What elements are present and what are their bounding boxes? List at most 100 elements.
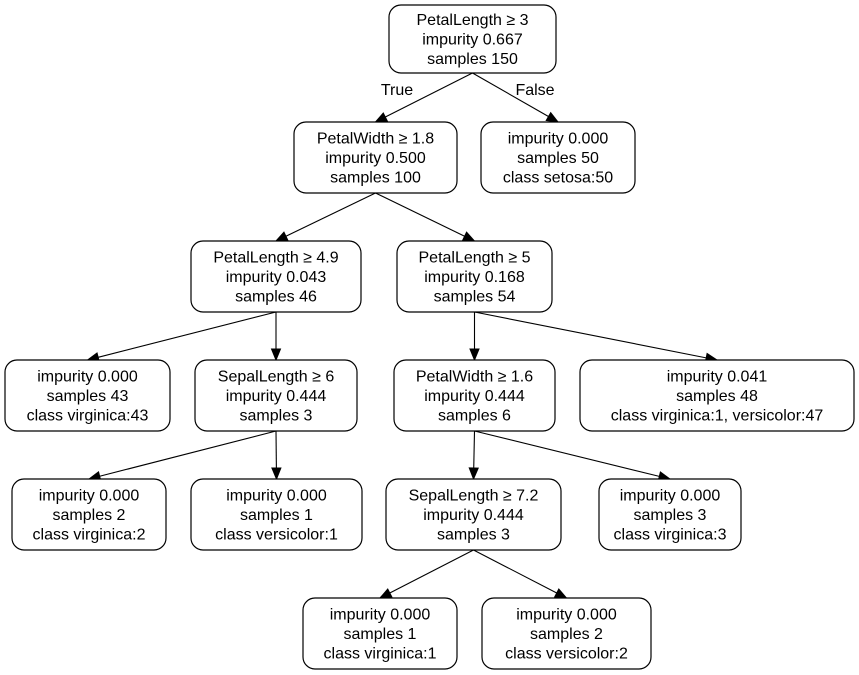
node-text-line: samples 46 xyxy=(235,289,317,306)
node-text-line: class virginica:43 xyxy=(27,408,149,425)
node-text-line: samples 3 xyxy=(634,507,707,524)
node-box xyxy=(190,478,363,551)
node-text-line: impurity 0.667 xyxy=(422,32,523,49)
node-text-line: class setosa:50 xyxy=(503,170,613,187)
edge-line xyxy=(98,311,277,358)
node-text-line: samples 2 xyxy=(53,507,126,524)
arrowhead xyxy=(270,348,282,362)
edge-n4-n8 xyxy=(474,311,719,363)
node-text-line: impurity 0.500 xyxy=(325,150,426,167)
node-text-line: impurity 0.444 xyxy=(226,388,327,405)
edge-n1-n3 xyxy=(274,192,376,242)
node-split-rule: PetalLength ≥ 5 xyxy=(419,250,531,267)
node-text-line: samples 2 xyxy=(530,626,603,643)
tree-node-n8: impurity 0.041 samples 48 class virginica:… xyxy=(579,359,855,432)
arrowhead xyxy=(553,588,568,599)
arrowhead xyxy=(461,231,476,242)
edge-line xyxy=(285,192,376,237)
tree-node-n14: impurity 0.000 samples 2 class versicolor:… xyxy=(481,597,652,670)
node-text-line: class virginica:1 xyxy=(324,646,437,663)
edge-line xyxy=(385,72,473,118)
node-text-line: samples 1 xyxy=(240,507,313,524)
edge-n1-n4 xyxy=(375,192,476,242)
node-text-line: impurity 0.444 xyxy=(424,388,525,405)
node-text-line: samples 50 xyxy=(517,150,599,167)
node-box xyxy=(194,359,358,432)
node-text-line: samples 3 xyxy=(240,408,313,425)
node-text-line: class versicolor:1 xyxy=(215,527,338,544)
node-text-line: class virginica:3 xyxy=(614,527,727,544)
node-box xyxy=(480,121,636,194)
node-text-line: samples 1 xyxy=(344,626,417,643)
edges-layer: True False xyxy=(86,72,719,599)
arrowhead xyxy=(545,111,560,123)
node-box xyxy=(598,478,742,551)
node-box xyxy=(4,359,171,432)
tree-node-n2: impurity 0.000 samples 50 class setosa:50 xyxy=(480,121,636,194)
node-text-line: impurity 0.043 xyxy=(226,269,327,286)
tree-node-n6: SepalLength ≥ 6 impurity 0.444 samples 3 xyxy=(194,359,358,432)
edge-line xyxy=(473,549,557,594)
tree-node-n5: impurity 0.000 samples 43 class virginica:… xyxy=(4,359,171,432)
edge-label: True xyxy=(381,82,413,99)
node-text-line: impurity 0.000 xyxy=(226,488,327,505)
node-text-line: samples 150 xyxy=(427,51,518,68)
edge-n11-n14 xyxy=(473,549,568,599)
node-split-rule: PetalWidth ≥ 1.8 xyxy=(317,131,434,148)
node-text-line: impurity 0.444 xyxy=(423,507,524,524)
node-text-line: samples 6 xyxy=(438,408,511,425)
node-text-line: impurity 0.000 xyxy=(516,607,617,624)
node-box xyxy=(302,597,458,670)
node-text-line: impurity 0.000 xyxy=(330,607,431,624)
node-split-rule: PetalLength ≥ 3 xyxy=(417,12,529,29)
tree-node-n0: PetalLength ≥ 3 impurity 0.667 samples 150 xyxy=(388,4,557,74)
tree-node-n9: impurity 0.000 samples 2 class virginica:2 xyxy=(11,478,167,551)
node-box xyxy=(293,121,458,194)
arrowhead xyxy=(271,467,282,481)
node-split-rule: SepalLength ≥ 6 xyxy=(218,369,335,386)
node-text-line: class virginica:2 xyxy=(33,527,146,544)
node-text-line: impurity 0.000 xyxy=(508,131,609,148)
edge-n3-n6 xyxy=(270,312,282,362)
edge-line xyxy=(472,72,549,118)
edge-line xyxy=(375,192,465,237)
node-text-line: impurity 0.000 xyxy=(37,369,138,386)
edge-n0-n2: False xyxy=(472,72,560,123)
tree-node-n10: impurity 0.000 samples 1 class versicolor:… xyxy=(190,478,363,551)
arrowhead xyxy=(374,112,389,123)
edge-line xyxy=(474,430,660,477)
node-box xyxy=(385,478,562,551)
node-text-line: class versicolor:2 xyxy=(505,646,628,663)
edge-n7-n11 xyxy=(468,430,479,481)
node-box xyxy=(579,359,855,432)
tree-node-n12: impurity 0.000 samples 3 class virginica:3 xyxy=(598,478,742,551)
node-text-line: impurity 0.000 xyxy=(620,488,721,505)
edge-line xyxy=(474,311,707,359)
edge-n4-n7 xyxy=(469,312,480,362)
edge-line xyxy=(99,430,277,477)
node-box xyxy=(393,359,556,432)
edge-n7-n12 xyxy=(474,430,672,482)
arrowhead xyxy=(274,231,289,242)
edge-label: False xyxy=(515,82,554,99)
edge-n11-n13 xyxy=(378,549,474,599)
node-text-line: class virginica:1, versicolor:47 xyxy=(611,408,824,425)
node-text-line: impurity 0.000 xyxy=(39,488,140,505)
node-text-line: samples 100 xyxy=(330,170,421,187)
arrowhead xyxy=(468,467,479,481)
node-box xyxy=(396,240,553,313)
node-text-line: samples 48 xyxy=(676,388,758,405)
node-text-line: impurity 0.041 xyxy=(667,369,768,386)
tree-node-n1: PetalWidth ≥ 1.8 impurity 0.500 samples 10… xyxy=(293,121,458,194)
nodes-layer: PetalLength ≥ 3 impurity 0.667 samples 150… xyxy=(4,4,855,670)
node-text-line: samples 43 xyxy=(47,388,129,405)
edge-n6-n10 xyxy=(271,430,282,481)
node-text-line: impurity 0.168 xyxy=(424,269,525,286)
node-text-line: samples 3 xyxy=(437,527,510,544)
edge-n6-n9 xyxy=(87,430,277,482)
